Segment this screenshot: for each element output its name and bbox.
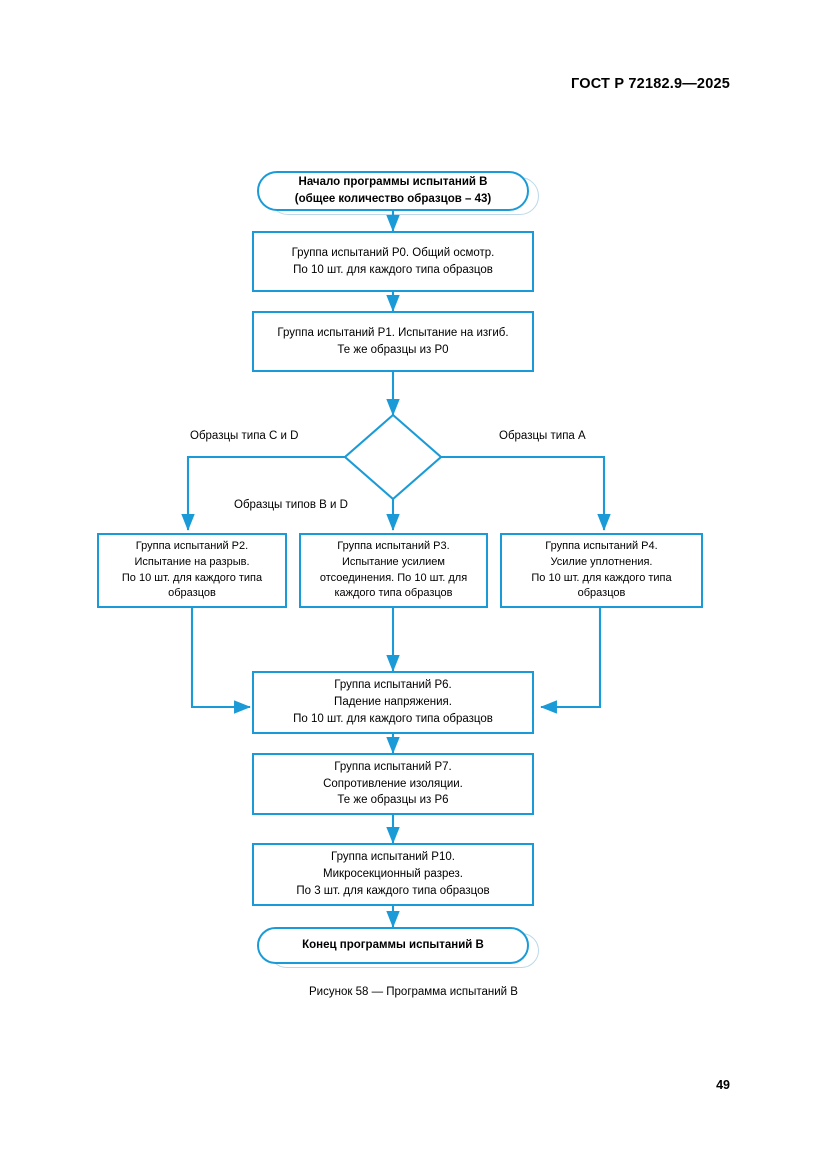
node-p6-line3: По 10 шт. для каждого типа образцов: [293, 712, 493, 725]
node-p3-line1: Группа испытаний Р3.: [337, 539, 450, 552]
flowchart-connectors: [181, 211, 611, 928]
node-p0-line1: Группа испытаний Р0. Общий осмотр.: [291, 246, 495, 259]
node-p2-line1: Группа испытаний Р2.: [135, 539, 249, 552]
node-p3-line3: отсоединения. По 10 шт. для: [319, 571, 468, 584]
connector-p2-to-p6: [190, 608, 251, 714]
node-p7-line2: Сопротивление изоляции.: [323, 777, 463, 790]
node-p2-line4: образцов: [168, 587, 216, 600]
node-p7[interactable]: Группа испытаний Р7. Сопротивление изоля…: [252, 753, 534, 815]
node-p2-line3: По 10 шт. для каждого типа: [121, 571, 263, 584]
connector-decision-to-p2: [181, 455, 345, 531]
connector-p4-to-p6: [540, 608, 602, 714]
node-start-line2: (общее количество образцов – 43): [294, 193, 492, 205]
node-end[interactable]: Конец программы испытаний В: [257, 927, 539, 968]
branch-label-center: Образцы типов B и D: [234, 499, 348, 511]
node-p6-line2: Падение напряжения.: [334, 696, 452, 709]
node-p3[interactable]: Группа испытаний Р3. Испытание усилием о…: [299, 533, 488, 608]
node-start-line1: Начало программы испытаний В: [298, 176, 488, 189]
branch-label-left: Образцы типа C и D: [190, 430, 299, 442]
node-p1[interactable]: Группа испытаний Р1. Испытание на изгиб.…: [252, 311, 534, 372]
flowchart-figure: Начало программы испытаний В (общее коли…: [97, 171, 703, 998]
node-p7-line3: Те же образцы из Р6: [337, 794, 449, 807]
node-p4-line3: По 10 шт. для каждого типа: [531, 571, 672, 584]
node-p1-line2: Те же образцы из Р0: [337, 343, 449, 356]
node-p6-line1: Группа испытаний Р6.: [334, 679, 452, 692]
node-end-line1: Конец программы испытаний В: [302, 939, 484, 952]
branch-label-right: Образцы типа A: [499, 430, 586, 442]
connector-decision-to-p4: [441, 455, 611, 531]
node-p4[interactable]: Группа испытаний Р4. Усилие уплотнения. …: [500, 533, 703, 608]
node-p3-line4: каждого типа образцов: [334, 587, 453, 600]
node-p6[interactable]: Группа испытаний Р6. Падение напряжения.…: [252, 671, 534, 734]
node-p10-line2: Микросекционный разрез.: [323, 868, 463, 881]
node-p4-line4: образцов: [577, 587, 626, 600]
node-p1-line1: Группа испытаний Р1. Испытание на изгиб.: [277, 326, 509, 339]
node-p10-line3: По 3 шт. для каждого типа образцов: [296, 884, 490, 897]
node-p7-line1: Группа испытаний Р7.: [334, 760, 452, 773]
node-p2-line2: Испытание на разрыв.: [134, 555, 250, 568]
node-p0[interactable]: Группа испытаний Р0. Общий осмотр. По 10…: [252, 231, 534, 292]
node-p2[interactable]: Группа испытаний Р2. Испытание на разрыв…: [97, 533, 287, 608]
decision-diamond: [343, 413, 443, 501]
node-p3-line2: Испытание усилием: [342, 555, 445, 568]
figure-caption: Рисунок 58 — Программа испытаний В: [309, 986, 518, 998]
node-start[interactable]: Начало программы испытаний В (общее коли…: [257, 171, 539, 215]
node-p4-line1: Группа испытаний Р4.: [545, 539, 658, 552]
document-header-standard-number: ГОСТ Р 72182.9—2025: [571, 76, 730, 92]
page-number: 49: [716, 1078, 730, 1092]
node-p4-line2: Усилие уплотнения.: [550, 555, 653, 568]
node-p0-line2: По 10 шт. для каждого типа образцов: [293, 263, 493, 276]
node-p10[interactable]: Группа испытаний Р10. Микросекционный ра…: [252, 843, 534, 906]
node-p10-line1: Группа испытаний Р10.: [331, 851, 455, 864]
